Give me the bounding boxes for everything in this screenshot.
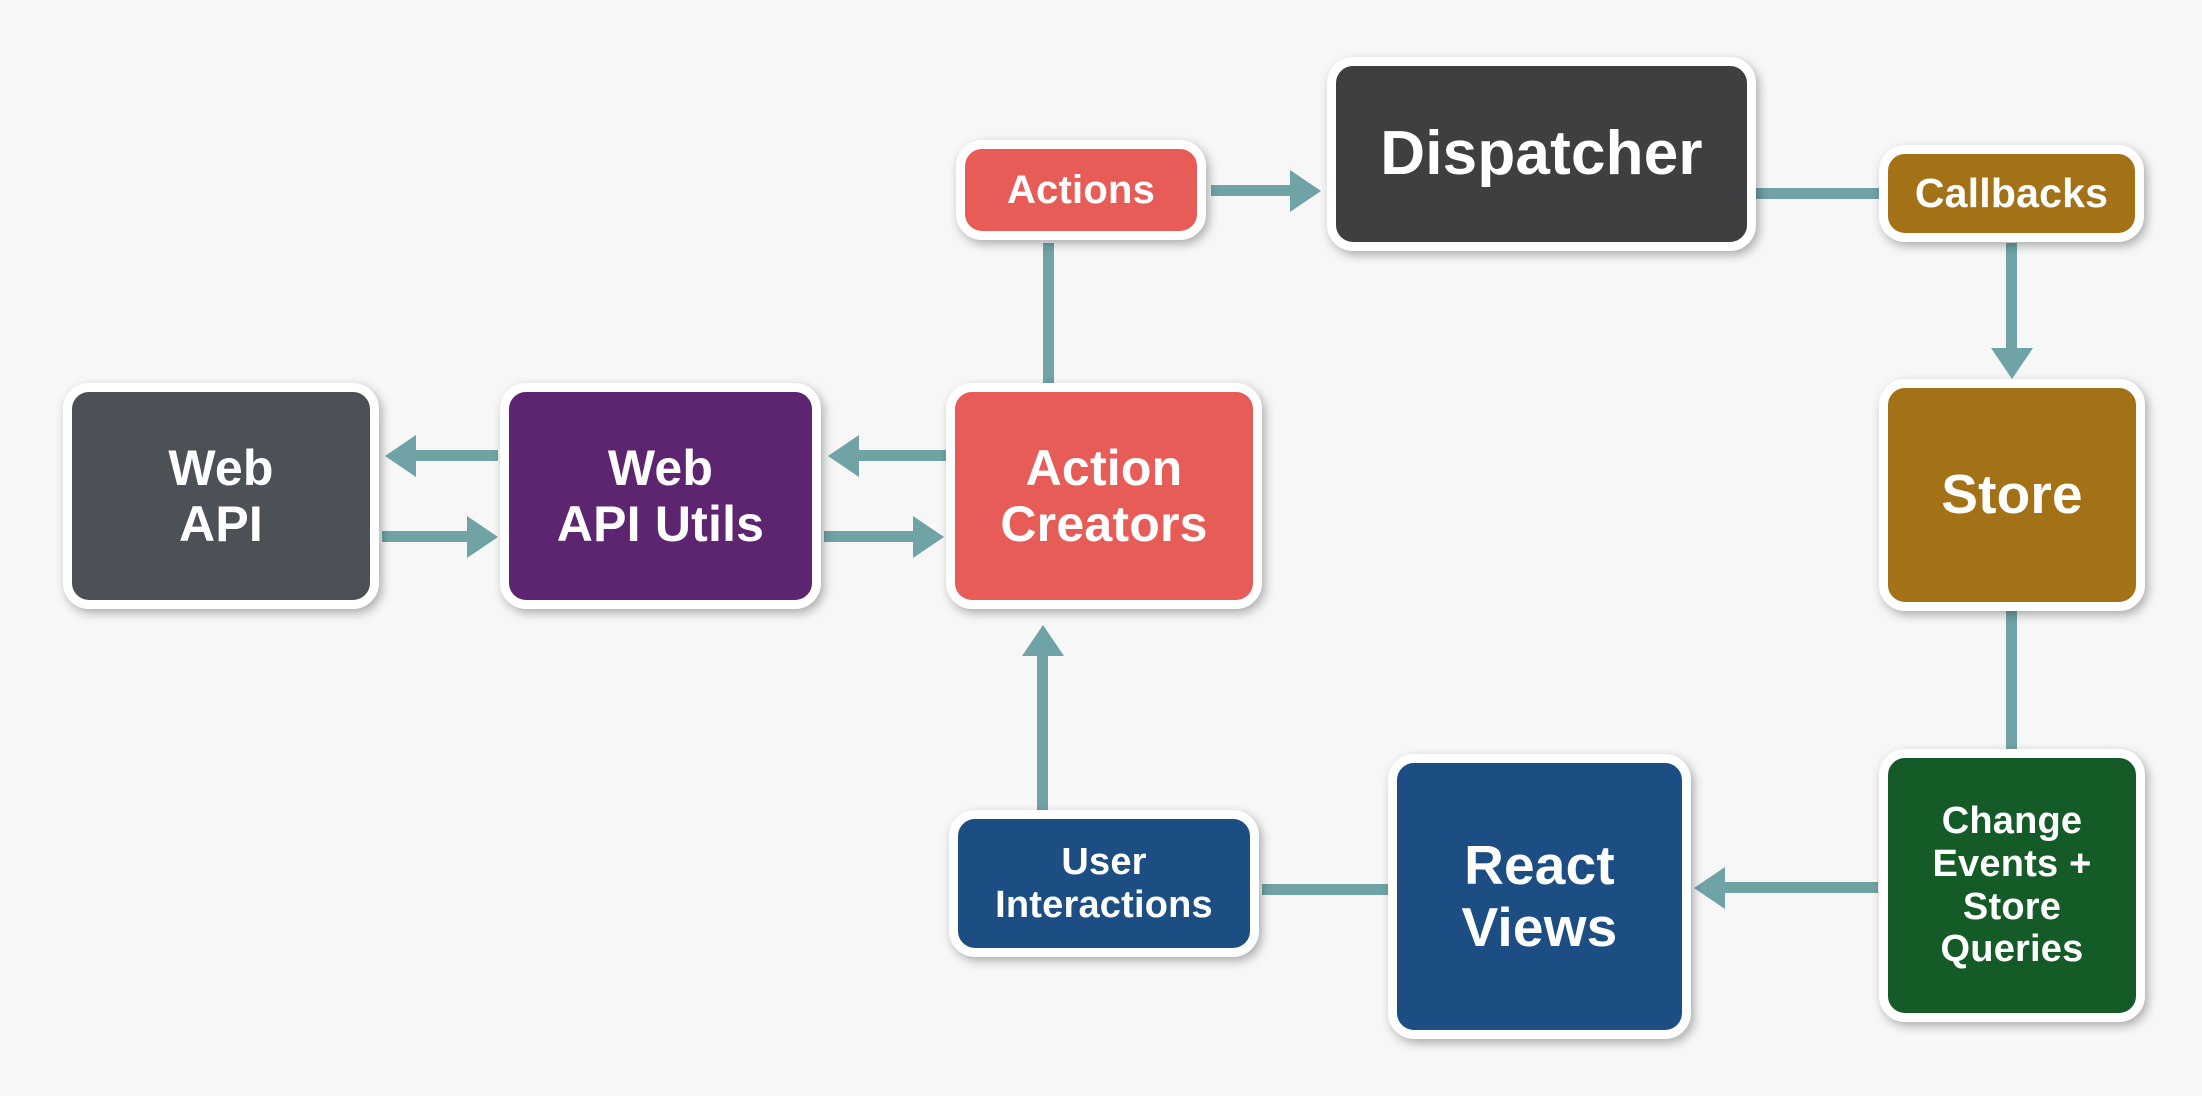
node-label-change-events-store-queries: Change Events + Store Queries — [1932, 800, 2092, 971]
connector-actions-to-dispatcher — [1211, 185, 1290, 196]
arrowhead-actions-to-dispatcher — [1290, 169, 1321, 212]
connector-action-creators-to-web-api-utils — [859, 450, 946, 461]
connector-web-api-utils-to-action-creators — [824, 531, 913, 542]
connector-web-api-utils-to-web-api — [416, 450, 498, 461]
node-store[interactable]: Store — [1879, 379, 2145, 611]
connector-dispatcher-to-callbacks — [1756, 188, 1884, 199]
arrowhead-web-api-utils-to-action-creators — [913, 515, 944, 558]
node-action-creators[interactable]: Action Creators — [946, 383, 1262, 609]
node-user-interactions[interactable]: User Interactions — [949, 810, 1259, 957]
connector-user-interactions-to-action-creators — [1037, 656, 1048, 813]
node-label-dispatcher: Dispatcher — [1380, 119, 1703, 189]
node-label-react-views: React Views — [1461, 833, 1618, 958]
node-callbacks[interactable]: Callbacks — [1879, 145, 2144, 242]
connector-react-views-to-user-interactions — [1262, 884, 1390, 895]
arrowhead-callbacks-to-store — [1990, 348, 2033, 379]
connector-action-creators-to-actions — [1043, 243, 1054, 385]
arrowhead-change-events-to-react-views — [1694, 866, 1725, 909]
node-label-callbacks: Callbacks — [1914, 169, 2109, 216]
connector-store-to-change-events — [2006, 611, 2017, 751]
arrowhead-user-interactions-to-action-creators — [1021, 625, 1064, 656]
node-label-user-interactions: User Interactions — [995, 840, 1213, 926]
node-web-api[interactable]: Web API — [63, 383, 379, 609]
node-label-web-api: Web API — [168, 440, 274, 552]
node-label-store: Store — [1941, 463, 2083, 526]
connector-web-api-to-web-api-utils — [382, 531, 467, 542]
connector-callbacks-to-store — [2006, 243, 2017, 348]
node-web-api-utils[interactable]: Web API Utils — [500, 383, 821, 609]
arrowhead-web-api-to-web-api-utils — [467, 515, 498, 558]
node-label-actions: Actions — [1006, 167, 1156, 212]
node-label-web-api-utils: Web API Utils — [556, 440, 765, 552]
node-react-views[interactable]: React Views — [1388, 754, 1691, 1039]
node-dispatcher[interactable]: Dispatcher — [1327, 57, 1756, 251]
arrowhead-action-creators-to-web-api-utils — [828, 434, 859, 477]
arrowhead-web-api-utils-to-web-api — [385, 434, 416, 477]
node-change-events-store-queries[interactable]: Change Events + Store Queries — [1879, 749, 2145, 1022]
node-actions[interactable]: Actions — [956, 140, 1206, 240]
connector-change-events-to-react-views — [1725, 882, 1878, 893]
node-label-action-creators: Action Creators — [1000, 440, 1208, 552]
